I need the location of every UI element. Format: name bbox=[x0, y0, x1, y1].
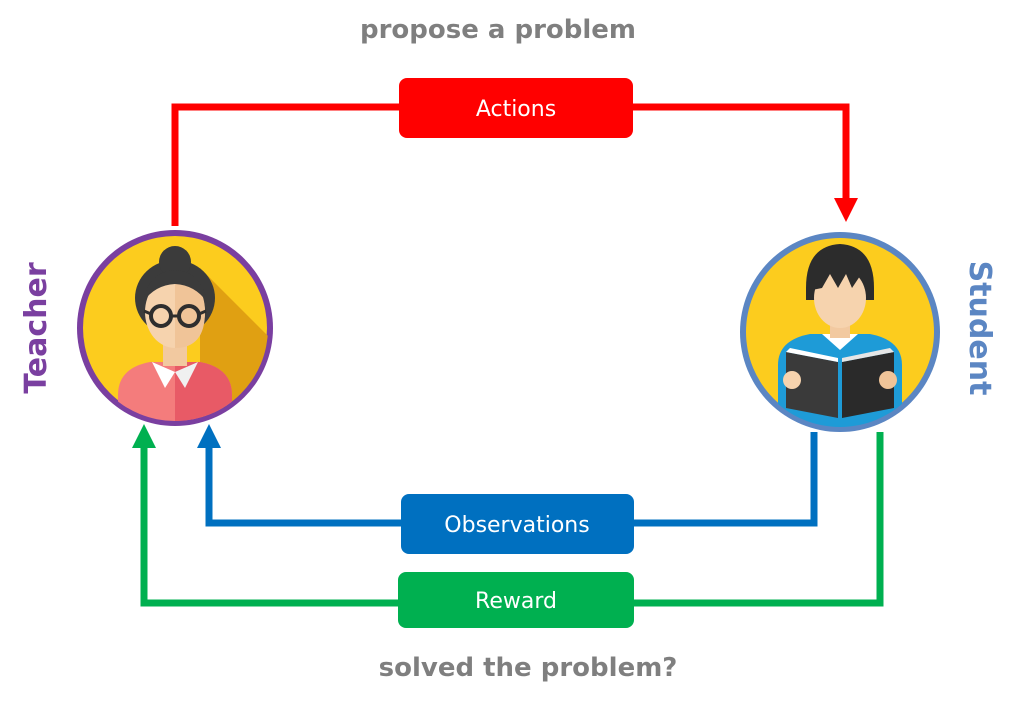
reward-label: Reward bbox=[475, 589, 557, 614]
reward-arrowhead bbox=[132, 424, 156, 448]
top-caption: propose a problem bbox=[360, 15, 636, 45]
actions-box bbox=[399, 78, 633, 138]
observations-label: Observations bbox=[444, 513, 589, 538]
student-label: Student bbox=[962, 261, 997, 396]
teacher-label: Teacher bbox=[19, 262, 54, 394]
observations-arrowhead bbox=[197, 424, 221, 448]
student-avatar bbox=[740, 232, 940, 432]
actions-label: Actions bbox=[476, 97, 556, 122]
actions-flow: Actions bbox=[171, 78, 858, 226]
observations-flow: Observations bbox=[197, 424, 818, 554]
reward-box bbox=[398, 572, 634, 628]
actions-arrowhead bbox=[834, 198, 858, 222]
observations-box bbox=[401, 494, 634, 554]
reward-flow: Reward bbox=[132, 424, 884, 628]
teacher-avatar bbox=[77, 230, 273, 426]
bottom-caption: solved the problem? bbox=[379, 653, 678, 683]
